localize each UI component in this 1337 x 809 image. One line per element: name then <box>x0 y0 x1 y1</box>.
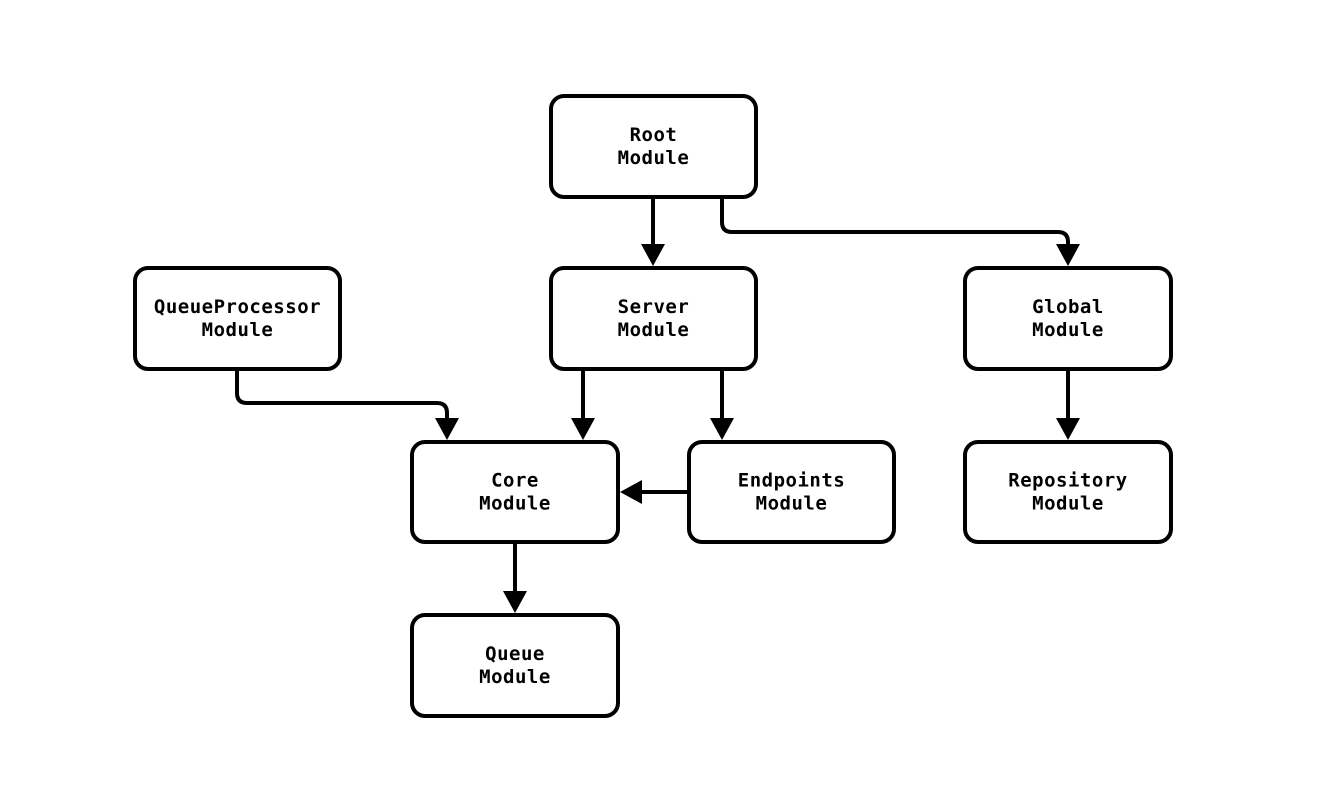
edge-queueprocessor-to-core-line <box>235 371 449 428</box>
server-module-node-label-line1: Server <box>618 296 690 318</box>
queue-module-node-label-line1: Queue <box>485 643 545 665</box>
queue-module-node-label-line2: Module <box>479 666 551 688</box>
arrowhead-icon <box>1056 244 1080 266</box>
core-module-node-label-line1: Core <box>491 470 539 492</box>
arrowhead-icon <box>1056 418 1080 440</box>
arrowhead-icon <box>503 591 527 613</box>
edge-root-to-server <box>641 199 665 266</box>
core-module-node-label-line2: Module <box>479 493 551 515</box>
repository-module-node-shape[interactable] <box>963 440 1173 544</box>
global-module-node-label-line1: Global <box>1032 296 1104 318</box>
repository-module-node-label-line2: Module <box>1032 493 1104 515</box>
arrowhead-icon <box>571 418 595 440</box>
arrowhead-icon <box>710 418 734 440</box>
repository-module-node-label-line1: Repository <box>1008 470 1127 492</box>
queueprocessor-module-node-label-line1: QueueProcessor <box>154 296 321 318</box>
edge-queueprocessor-to-core <box>235 371 459 440</box>
endpoints-module-node-label-line1: Endpoints <box>738 470 845 492</box>
queueprocessor-module-node-shape[interactable] <box>133 266 342 371</box>
edge-global-to-repository <box>1056 371 1080 440</box>
server-module-node-label-line2: Module <box>618 319 690 341</box>
root-module-node-label-line1: Root <box>630 124 678 146</box>
arrowhead-icon <box>620 480 642 504</box>
root-module-node-shape[interactable] <box>549 94 758 199</box>
arrowhead-icon <box>435 418 459 440</box>
endpoints-module-node-label-line2: Module <box>756 493 828 515</box>
queueprocessor-module-node-label-line2: Module <box>202 319 274 341</box>
edge-root-to-global-line <box>720 199 1070 254</box>
global-module-node-shape[interactable] <box>963 266 1173 371</box>
root-module-node-label-line2: Module <box>618 147 690 169</box>
server-module-node-shape[interactable] <box>549 266 758 371</box>
global-module-node-label-line2: Module <box>1032 319 1104 341</box>
queue-module-node-shape[interactable] <box>410 613 620 718</box>
arrowhead-icon <box>641 244 665 266</box>
core-module-node-shape[interactable] <box>410 440 620 544</box>
edge-core-to-queue <box>503 544 527 613</box>
nodes-layer: RootModuleQueueProcessorModuleServerModu… <box>133 94 1173 718</box>
endpoints-module-node-shape[interactable] <box>687 440 896 544</box>
edges-layer <box>235 199 1080 613</box>
edge-server-to-core <box>571 371 595 440</box>
edge-endpoints-to-core <box>620 480 687 504</box>
edge-root-to-global <box>720 199 1080 266</box>
edge-server-to-endpoints <box>710 371 734 440</box>
